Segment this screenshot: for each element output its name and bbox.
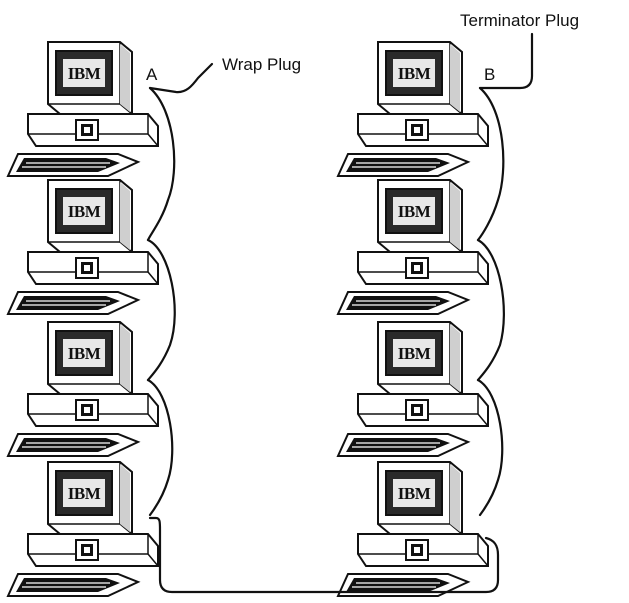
point-b-label: B <box>484 65 495 84</box>
cable-left-2-3 <box>146 238 176 382</box>
wrap-plug-label: Wrap Plug <box>222 55 301 74</box>
computer-left-3: IBM <box>7 321 159 457</box>
terminator-plug-label: Terminator Plug <box>460 11 579 30</box>
ibm-logo: IBM <box>68 484 101 503</box>
ibm-logo: IBM <box>398 64 431 83</box>
computer-left-1: IBM <box>7 41 159 177</box>
ibm-logo: IBM <box>398 202 431 221</box>
terminator-plug <box>478 32 534 90</box>
ibm-logo: IBM <box>398 484 431 503</box>
ibm-logo: IBM <box>68 202 101 221</box>
ibm-logo: IBM <box>398 344 431 363</box>
computer-right-2: IBM <box>337 179 489 315</box>
computer-right-1: IBM <box>337 41 489 177</box>
cable-bottom-link <box>148 516 500 594</box>
wrap-plug <box>148 62 214 94</box>
computer-right-4: IBM <box>337 461 489 597</box>
cable-right-2-3 <box>476 238 505 382</box>
cable-left-1-2 <box>146 86 176 242</box>
ibm-logo: IBM <box>68 344 101 363</box>
cable-right-3-4 <box>476 378 504 517</box>
cable-left-3-4 <box>146 378 174 517</box>
computer-left-2: IBM <box>7 179 159 315</box>
computer-right-3: IBM <box>337 321 489 457</box>
cable-right-1-2 <box>476 86 505 242</box>
computer-left-4: IBM <box>7 461 159 597</box>
point-a-label: A <box>146 65 158 84</box>
ibm-logo: IBM <box>68 64 101 83</box>
